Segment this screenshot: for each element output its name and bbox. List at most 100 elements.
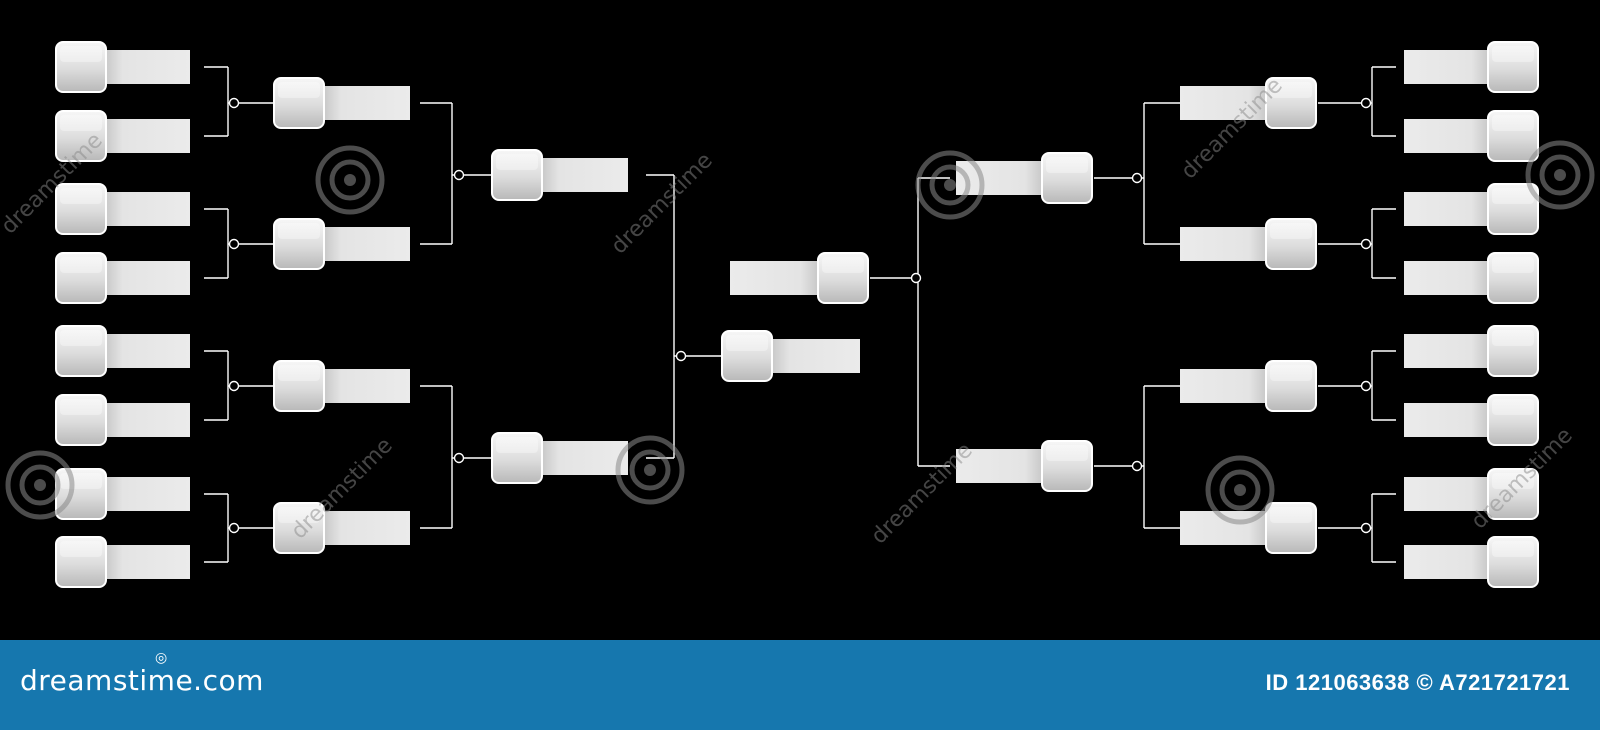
spiral-logo-icon [1205, 455, 1275, 525]
spiral-core [1554, 169, 1566, 181]
box-highlight [60, 330, 102, 346]
spiral-ring [1219, 469, 1261, 511]
right-round1-slot [1404, 110, 1539, 162]
left-round1-slot [55, 110, 190, 162]
junction-node [675, 350, 687, 362]
seed-box [491, 432, 543, 484]
right-round1-slot [1404, 183, 1539, 235]
label-bar [100, 334, 190, 368]
junction-node [228, 97, 240, 109]
box-highlight [278, 82, 320, 98]
left-round1-slot [55, 325, 190, 377]
junction-node [453, 169, 465, 181]
label-bar [1404, 119, 1494, 153]
seed-box [1265, 218, 1317, 270]
right-round3-slot [956, 152, 1093, 204]
label-bar [318, 369, 410, 403]
seed-box [1487, 536, 1539, 588]
box-highlight [822, 257, 864, 273]
left-round1-slot [55, 468, 190, 520]
label-bar [1404, 403, 1494, 437]
spiral-ring [929, 164, 971, 206]
spiral-ring [315, 145, 385, 215]
box-highlight [1492, 46, 1534, 62]
box-highlight [496, 154, 538, 170]
seed-box [1487, 183, 1539, 235]
junction-node [453, 452, 465, 464]
spiral-ring [329, 159, 371, 201]
left-round1-slot [55, 41, 190, 93]
left-round2-slot [273, 502, 410, 554]
right-round1-slot [1404, 394, 1539, 446]
box-highlight [60, 257, 102, 273]
box-highlight [60, 473, 102, 489]
spiral-ring [1205, 455, 1275, 525]
seed-box [1487, 41, 1539, 93]
box-highlight [1046, 157, 1088, 173]
right-round2-slot [1180, 218, 1317, 270]
seed-box [1487, 110, 1539, 162]
left-round2-slot [273, 360, 410, 412]
label-bar [1404, 334, 1494, 368]
spiral-ring [19, 464, 61, 506]
box-highlight [1270, 507, 1312, 523]
junction-node [1131, 172, 1143, 184]
label-bar [100, 50, 190, 84]
seed-box [55, 252, 107, 304]
seed-box [491, 149, 543, 201]
left-round2-slot [273, 77, 410, 129]
left-round3-slot [491, 432, 628, 484]
spiral-core [944, 179, 956, 191]
label-bar [100, 477, 190, 511]
label-bar [100, 119, 190, 153]
junction-node [1360, 522, 1372, 534]
spiral-logo-icon [1525, 140, 1595, 210]
spiral-ring [915, 150, 985, 220]
box-highlight [1492, 399, 1534, 415]
label-bar [100, 261, 190, 295]
seed-box [273, 77, 325, 129]
label-bar [536, 158, 628, 192]
spiral-ring [1525, 140, 1595, 210]
box-highlight [1492, 188, 1534, 204]
label-bar [318, 86, 410, 120]
label-bar [100, 403, 190, 437]
seed-box [1487, 468, 1539, 520]
label-bar [1180, 369, 1272, 403]
label-bar [730, 261, 824, 295]
seed-box [273, 360, 325, 412]
box-highlight [278, 223, 320, 239]
label-bar [100, 545, 190, 579]
spiral-logo-icon [315, 145, 385, 215]
spiral-logo-icon [915, 150, 985, 220]
right-round1-slot [1404, 252, 1539, 304]
junction-nodes [228, 97, 1372, 534]
spiral-logo-icon [5, 450, 75, 520]
box-highlight [60, 541, 102, 557]
box-highlight [60, 46, 102, 62]
spiral-ring [629, 449, 671, 491]
junction-node [1360, 97, 1372, 109]
box-highlight [1046, 445, 1088, 461]
left-round1-slot [55, 394, 190, 446]
seed-box [721, 330, 773, 382]
spiral-logo-icon: ◎ [155, 650, 168, 666]
final-slot-left [721, 330, 860, 382]
seed-box [1265, 360, 1317, 412]
label-bar [100, 192, 190, 226]
box-highlight [1270, 223, 1312, 239]
left-round1-slot [55, 252, 190, 304]
label-bar [1180, 86, 1272, 120]
seed-box [273, 218, 325, 270]
image-id-text: ID 121063638 © A721721721 [1265, 670, 1570, 695]
left-round2-slot [273, 218, 410, 270]
seed-box [55, 394, 107, 446]
seed-box [1487, 325, 1539, 377]
spiral-core [1234, 484, 1246, 496]
box-highlight [726, 335, 768, 351]
right-round2-slot [1180, 77, 1317, 129]
box-highlight [60, 188, 102, 204]
right-round3-slot [956, 440, 1093, 492]
spiral-ring [1539, 154, 1581, 196]
seed-box [55, 536, 107, 588]
